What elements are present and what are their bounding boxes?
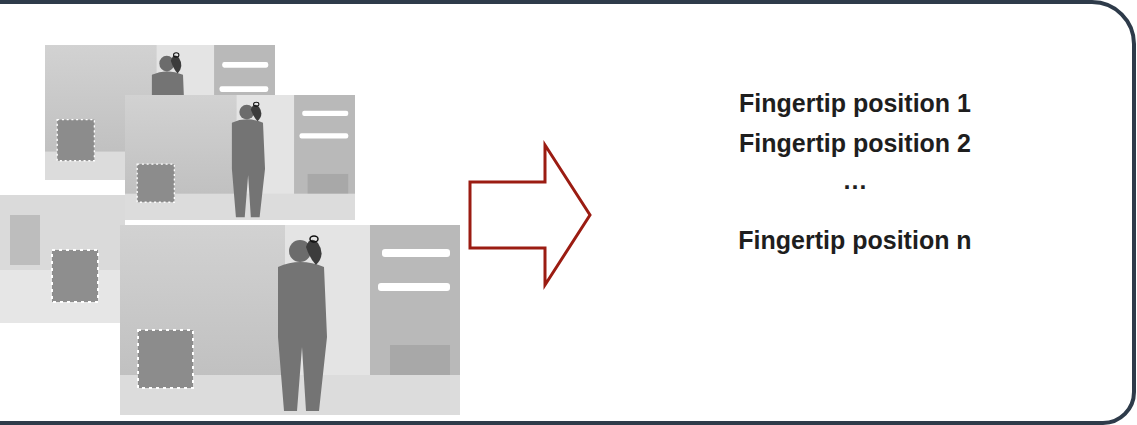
output-text: Fingertip position n	[738, 225, 971, 255]
output-text: Fingertip position 2	[739, 128, 971, 158]
depth-frame	[120, 225, 460, 415]
output-text: Fingertip position 1	[739, 88, 971, 118]
depth-frame	[125, 95, 355, 220]
depth-frame-partial	[0, 195, 125, 323]
hollow-arrow	[470, 145, 590, 285]
output-text: …	[843, 165, 868, 195]
